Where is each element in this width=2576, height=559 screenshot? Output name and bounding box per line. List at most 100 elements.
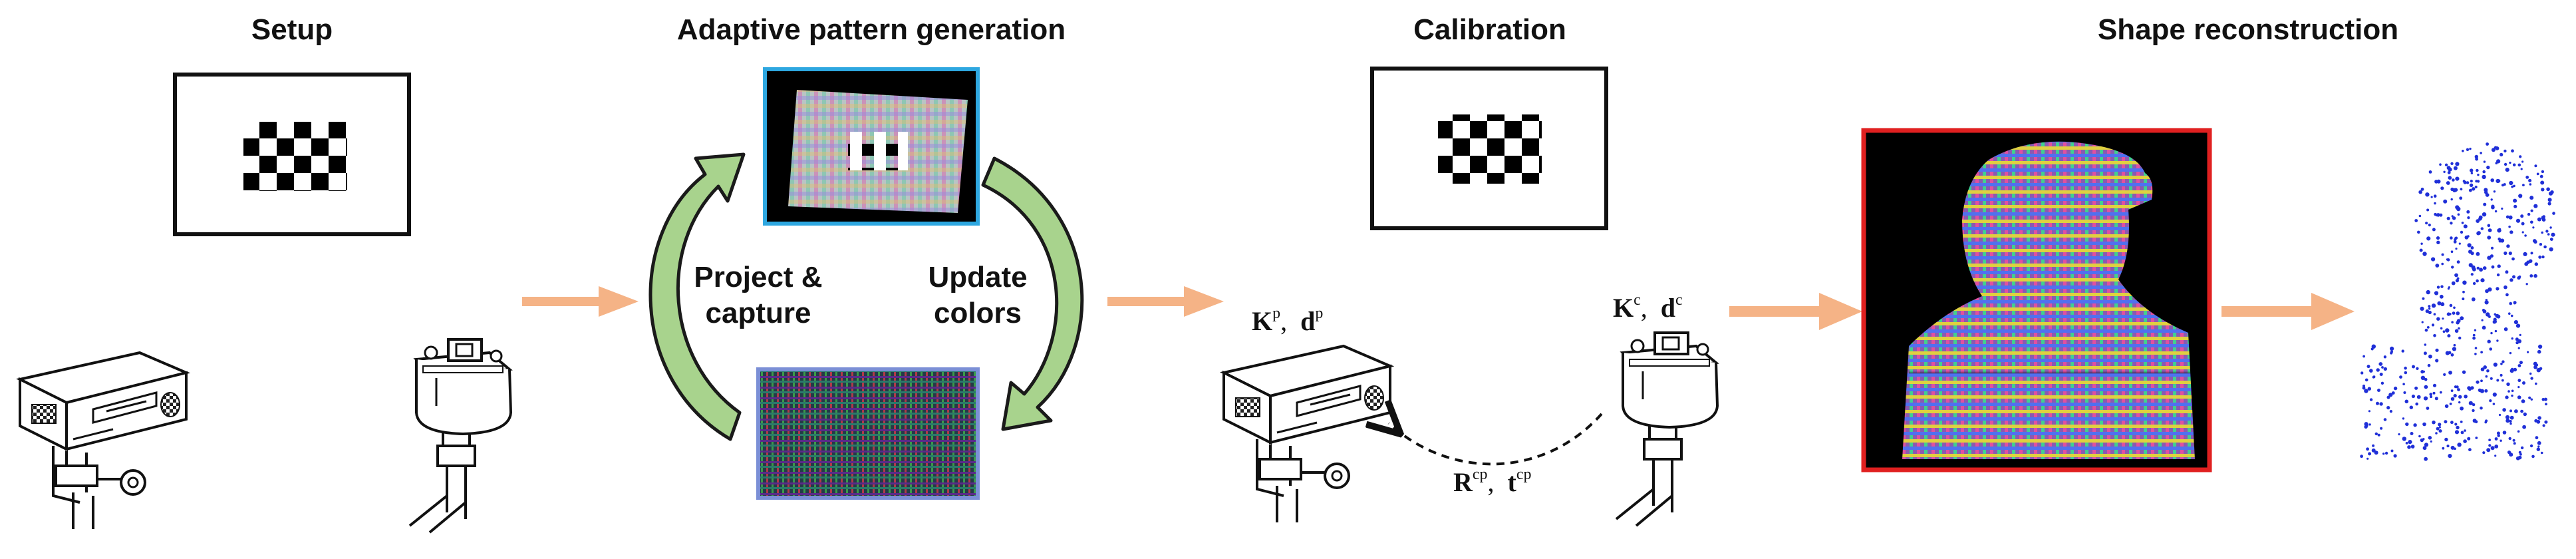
cloud-point [2511, 257, 2515, 261]
cloud-point [2425, 192, 2430, 197]
cloud-point [2456, 311, 2460, 315]
cloud-point [2405, 422, 2409, 427]
cloud-point [2434, 180, 2438, 184]
cloud-point [2458, 242, 2461, 245]
cloud-point [2545, 403, 2547, 406]
cycle-arrow-left [648, 152, 746, 441]
cloud-point [2542, 215, 2545, 218]
cloud-point [2496, 159, 2501, 164]
cloud-point [2418, 214, 2422, 218]
cloud-point [2509, 415, 2514, 420]
cloud-point [2514, 409, 2518, 413]
cloud-point [2372, 375, 2376, 379]
cloud-point [2432, 228, 2436, 232]
cloud-point [2489, 399, 2492, 403]
cloud-point [2468, 188, 2472, 192]
cloud-point [2541, 231, 2543, 234]
cloud-point [2476, 279, 2479, 283]
cloud-point [2484, 300, 2489, 305]
cloud-point [2494, 210, 2498, 213]
cloud-point [2442, 330, 2446, 333]
cloud-point [2413, 423, 2417, 427]
cloud-point [2404, 366, 2407, 370]
cloud-point [2450, 445, 2455, 450]
cloud-point [2485, 193, 2490, 197]
cloud-point [2512, 163, 2516, 167]
cloud-point [2475, 437, 2478, 439]
cloud-point [2483, 365, 2487, 369]
cloud-point [2517, 379, 2521, 383]
cloud-point [2509, 351, 2512, 355]
cloud-point [2506, 382, 2510, 386]
cloud-point [2535, 363, 2539, 367]
cloud-point [2415, 402, 2418, 406]
cloud-point [2544, 420, 2548, 424]
cloud-point [2546, 187, 2550, 192]
cloud-point [2425, 309, 2429, 313]
cloud-point [2480, 379, 2483, 383]
cloud-point [2491, 148, 2496, 152]
cloud-point [2450, 222, 2453, 225]
cloud-point [2491, 204, 2495, 208]
cloud-point [2488, 287, 2492, 292]
cloud-point [2509, 453, 2513, 457]
cloud-point [2451, 321, 2454, 324]
cloud-point [2530, 220, 2533, 224]
setup-screen [173, 73, 411, 236]
cloud-point [2502, 431, 2507, 435]
cloud-point [2508, 252, 2512, 256]
cloud-point [2405, 442, 2408, 445]
cloud-point [2364, 422, 2368, 427]
cloud-point [2362, 386, 2366, 390]
cloud-point [2418, 190, 2422, 194]
cloud-point [2425, 222, 2428, 225]
cloud-point [2474, 347, 2478, 349]
cloud-point [2424, 385, 2428, 389]
cloud-point [2455, 162, 2460, 166]
cloud-point [2414, 219, 2418, 222]
cloud-point [2428, 310, 2432, 315]
cloud-point [2513, 367, 2517, 372]
cloud-point [2381, 366, 2384, 369]
cloud-point [2456, 206, 2461, 212]
cloud-point [2430, 196, 2433, 198]
cloud-point [2442, 447, 2445, 450]
cloud-point [2482, 309, 2486, 312]
cloud-point [2468, 401, 2473, 405]
cloud-point [2505, 415, 2510, 420]
cloud-point [2501, 379, 2504, 382]
cloud-point [2529, 196, 2534, 200]
cloud-point [2491, 265, 2495, 269]
cloud-point [2402, 417, 2405, 420]
cloud-point [2496, 273, 2500, 277]
cloud-point [2364, 389, 2368, 393]
cloud-point [2470, 180, 2473, 183]
cloud-point [2393, 454, 2397, 458]
cloud-point [2427, 363, 2431, 367]
cloud-point [2497, 264, 2501, 268]
cloud-point [2429, 393, 2432, 396]
cloud-point [2469, 147, 2472, 150]
cloud-point [2402, 383, 2405, 385]
cloud-point [2517, 395, 2521, 399]
cloud-point [2447, 182, 2450, 185]
cloud-point [2521, 399, 2525, 403]
cloud-point [2422, 446, 2427, 451]
flow-arrow-4 [2221, 293, 2355, 330]
cloud-point [2482, 451, 2486, 455]
cloud-point [2472, 187, 2476, 191]
cloud-point [2468, 250, 2472, 254]
cloud-point [2440, 302, 2445, 307]
cloud-point [2422, 438, 2425, 441]
cloud-point [2368, 410, 2370, 413]
cloud-point [2474, 186, 2478, 188]
cloud-point [2458, 327, 2460, 330]
cloud-point [2525, 283, 2528, 285]
cloud-point [2527, 351, 2529, 353]
cloud-point [2439, 213, 2443, 217]
cloud-point [2402, 437, 2406, 441]
cloud-point [2500, 363, 2503, 365]
cloud-point [2371, 448, 2376, 453]
cloud-point [2437, 301, 2442, 305]
cloud-point [2436, 285, 2440, 289]
